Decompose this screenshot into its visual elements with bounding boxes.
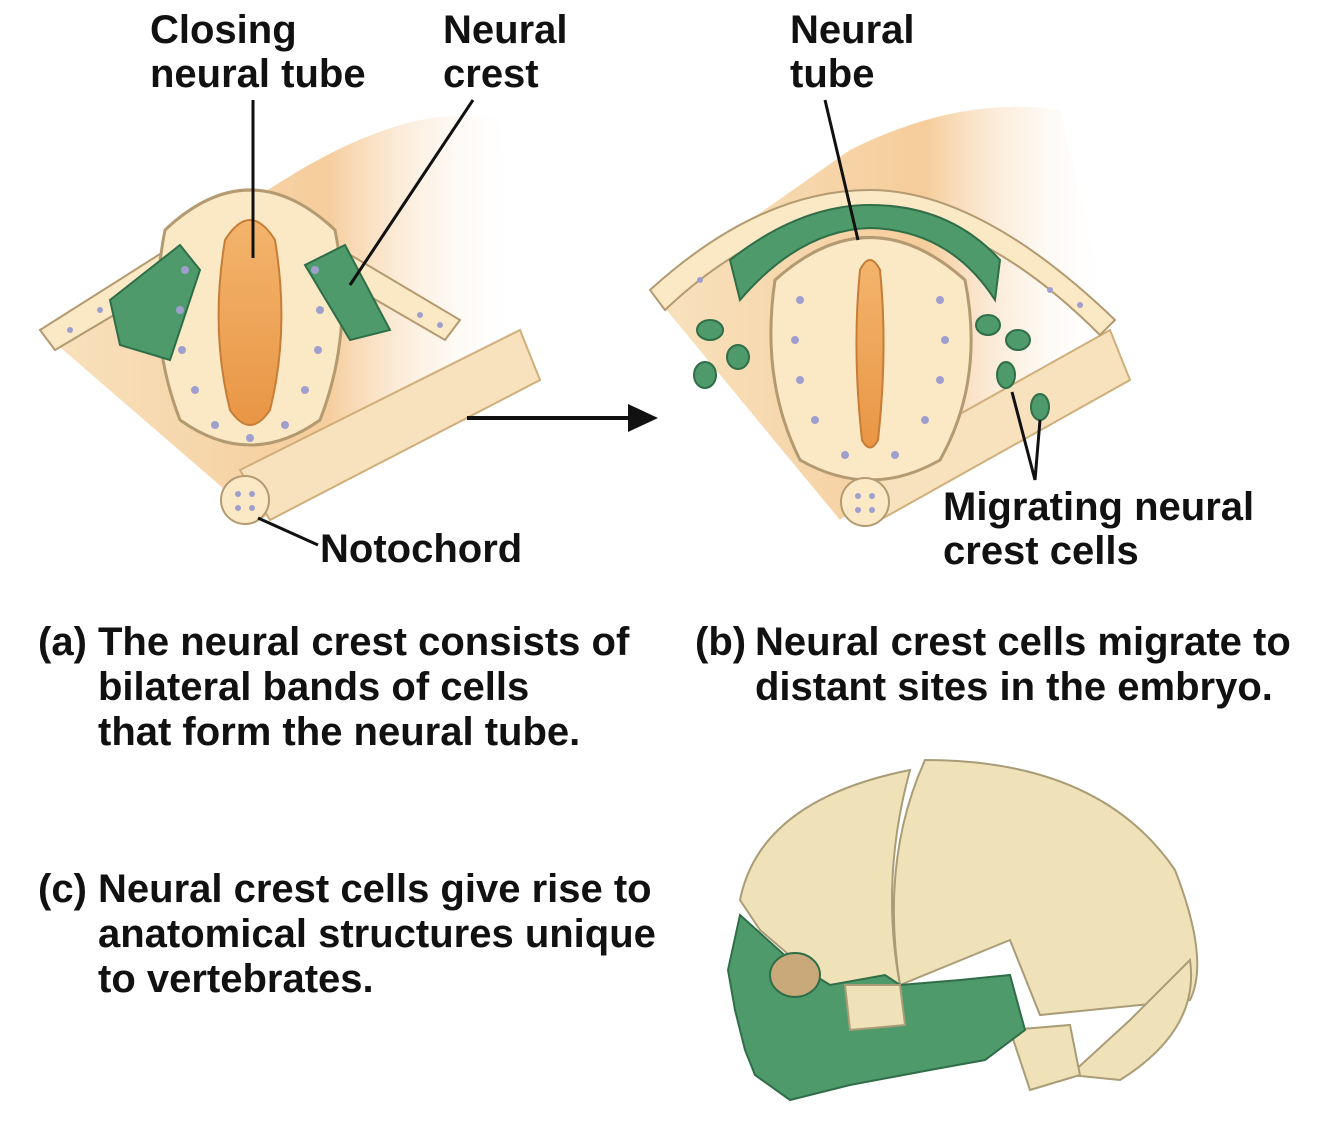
notochord-b: [840, 477, 890, 527]
label-neural-tube: Neural tube: [790, 8, 915, 96]
panel-c-skull: [726, 758, 1199, 1102]
caption-c: (c) Neural crest cells give rise to anat…: [38, 867, 678, 1002]
caption-c-tag: (c): [38, 867, 87, 911]
notochord-a: [220, 475, 270, 525]
nuclei-b: [697, 277, 1083, 459]
lumen-a: [217, 219, 283, 426]
caption-c-text: Neural crest cells give rise to anatomic…: [98, 867, 656, 1001]
nuclei-a: [67, 266, 443, 442]
neural-crest-left: [108, 243, 202, 362]
leader-neural-tube: [823, 99, 860, 241]
panel-a-illustration: [38, 99, 542, 547]
label-migrating-neural-crest-cells: Migrating neural crest cells: [943, 485, 1255, 573]
progression-arrow: [467, 404, 658, 432]
neural-crest-band-b: [728, 203, 1002, 303]
panel-b-illustration: [648, 99, 1132, 527]
parietal-bone: [892, 758, 1199, 1017]
leader-neural-crest: [348, 99, 475, 286]
leader-migrating-cells: [1010, 391, 1042, 481]
label-neural-crest: Neural crest: [443, 8, 568, 96]
temporal-bone: [1008, 1023, 1082, 1092]
caption-a-text: The neural crest consists of bilateral b…: [98, 620, 630, 754]
caption-b-tag: (b): [695, 620, 747, 664]
neural-crest-right: [303, 243, 392, 342]
label-notochord: Notochord: [320, 527, 523, 571]
caption-a-tag: (a): [38, 620, 87, 664]
occipital-bone: [1067, 957, 1193, 1082]
caption-a: (a) The neural crest consists of bilater…: [38, 620, 658, 755]
label-closing-neural-tube: Closing neural tube: [150, 8, 366, 96]
frontal-bone: [738, 768, 912, 992]
lumen-b: [855, 259, 885, 449]
caption-b: (b) Neural crest cells migrate to distan…: [695, 620, 1335, 710]
orbit: [769, 952, 821, 998]
caption-b-text: Neural crest cells migrate to distant si…: [755, 620, 1291, 709]
migrating-cells: [693, 314, 1050, 421]
sphenoid-strip: [843, 984, 907, 1032]
leader-notochord: [257, 516, 319, 547]
